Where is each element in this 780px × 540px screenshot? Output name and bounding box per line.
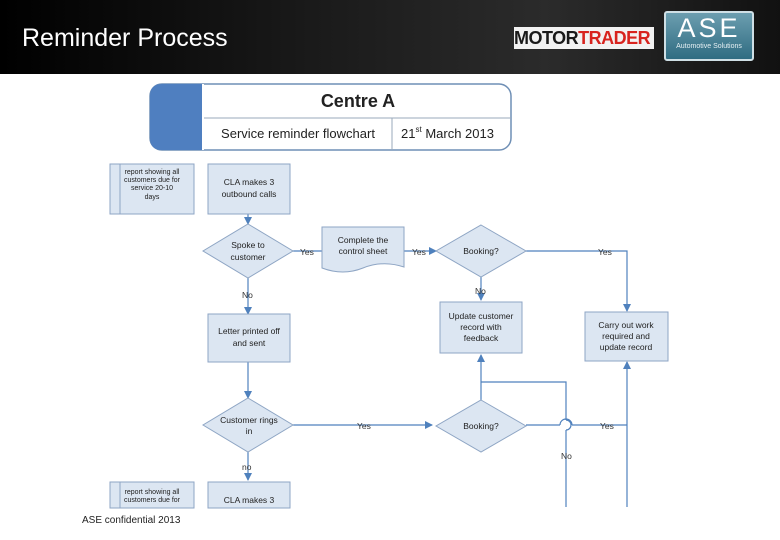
- report-top-line4: days: [145, 194, 160, 201]
- spoke-line1: Spoke to: [231, 240, 265, 250]
- decision-spoke: Spoke to customer: [202, 223, 294, 279]
- process-update-record: Update customer record with feedback: [439, 301, 523, 354]
- label-yes-booking2: Yes: [600, 421, 614, 431]
- connectors: [244, 214, 631, 507]
- report-box-bottom: report showing all customers due for: [109, 481, 195, 509]
- label-yes-spoke: Yes: [300, 247, 314, 257]
- ase-logo: ASE Automotive Solutions: [664, 11, 754, 61]
- chart-date-suffix: st: [415, 125, 422, 134]
- label-yes-control: Yes: [412, 247, 426, 257]
- cla-calls-line2: outbound calls: [222, 189, 277, 199]
- process-cla-calls-bottom: CLA makes 3: [207, 481, 291, 509]
- ase-logo-tagline: Automotive Solutions: [676, 43, 742, 50]
- letter-line2: and sent: [233, 338, 266, 348]
- chart-header: Centre A Service reminder flowchart 21st…: [149, 83, 512, 151]
- carry-out-line1: Carry out work: [598, 320, 654, 330]
- process-carry-out: Carry out work required and update recor…: [584, 311, 669, 362]
- connector-labels: Yes Yes Yes No No Yes Yes No no: [242, 247, 614, 472]
- motortrader-logo-part1: MOTOR: [514, 28, 579, 48]
- customer-rings-line1: Customer rings: [220, 415, 278, 425]
- report-top-line3: service 20-10: [131, 185, 173, 192]
- control-sheet-line1: Complete the: [338, 235, 389, 245]
- cla-calls-line1: CLA makes 3: [224, 177, 275, 187]
- label-no-booking2: No: [561, 451, 572, 461]
- decision-booking-1: Booking?: [435, 224, 527, 278]
- motortrader-logo: MOTORTRADER: [514, 27, 654, 49]
- document-control-sheet: Complete the control sheet: [321, 226, 405, 273]
- process-cla-calls: CLA makes 3 outbound calls: [207, 163, 291, 215]
- chart-date-day: 21: [401, 126, 415, 141]
- report-top-line2: customers due for: [124, 177, 181, 184]
- update-record-line3: feedback: [464, 333, 499, 343]
- label-yes-booking1: Yes: [598, 247, 612, 257]
- chart-centre-title: Centre A: [321, 91, 395, 111]
- chart-subtitle: Service reminder flowchart: [221, 126, 375, 141]
- decision-booking-2: Booking?: [435, 399, 527, 453]
- report-bottom-line1: report showing all: [125, 489, 180, 496]
- report-box-top: report showing all customers due for ser…: [109, 163, 195, 215]
- cla-calls-bottom-line1: CLA makes 3: [224, 495, 275, 505]
- booking-1-label: Booking?: [463, 246, 499, 256]
- update-record-line1: Update customer: [449, 311, 514, 321]
- decision-customer-rings: Customer rings in: [202, 397, 294, 453]
- label-no-spoke: No: [242, 290, 253, 300]
- label-no-booking1: No: [475, 286, 486, 296]
- footer-confidential: ASE confidential 2013: [82, 515, 181, 526]
- update-record-line2: record with: [460, 322, 502, 332]
- label-yes-rings: Yes: [357, 421, 371, 431]
- title-bar: Reminder Process MOTORTRADER ASE Automot…: [0, 0, 780, 74]
- label-no-rings: no: [242, 462, 252, 472]
- chart-date: 21st March 2013: [401, 125, 494, 141]
- customer-rings-line2: in: [246, 426, 253, 436]
- control-sheet-line2: control sheet: [339, 246, 388, 256]
- chart-date-rest: March 2013: [422, 126, 494, 141]
- ase-logo-name: ASE: [677, 13, 741, 43]
- carry-out-line2: required and: [602, 331, 650, 341]
- spoke-line2: customer: [231, 252, 266, 262]
- report-top-line1: report showing all: [125, 169, 180, 176]
- slide-title: Reminder Process: [22, 24, 228, 52]
- motortrader-logo-part2: TRADER: [578, 28, 651, 48]
- process-letter: Letter printed off and sent: [207, 313, 291, 363]
- carry-out-line3: update record: [600, 342, 653, 352]
- letter-line1: Letter printed off: [218, 326, 280, 336]
- report-bottom-line2: customers due for: [124, 497, 181, 504]
- booking-2-label: Booking?: [463, 421, 499, 431]
